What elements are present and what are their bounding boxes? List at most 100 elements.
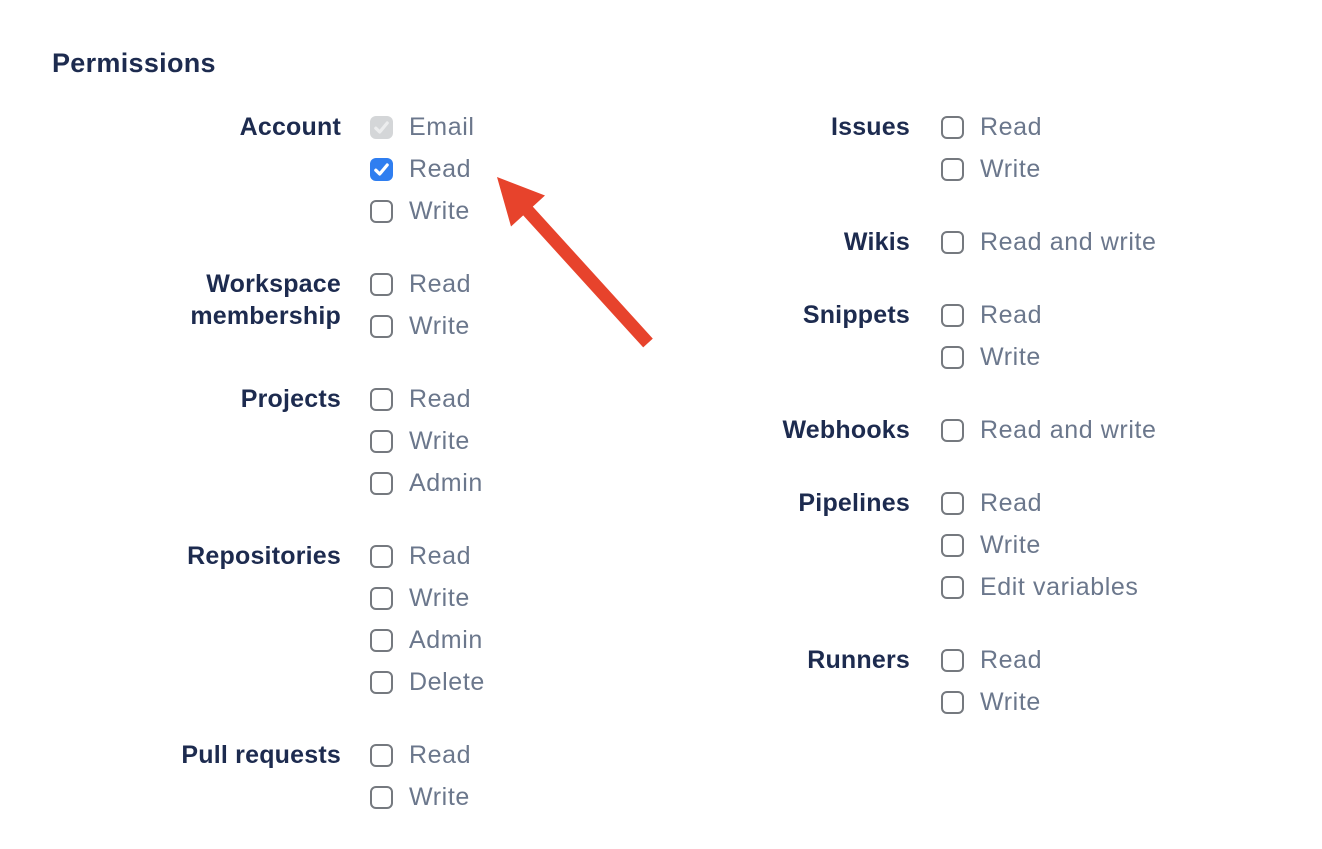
repositories-delete-checkbox[interactable] xyxy=(370,670,393,694)
workspace-membership-read-row[interactable]: Read xyxy=(370,263,485,305)
repositories-write-checkbox[interactable] xyxy=(370,586,393,610)
snippets-read-label: Read xyxy=(980,300,1043,329)
pull-requests-write-checkbox[interactable] xyxy=(370,785,393,809)
account-email-label: Email xyxy=(409,112,475,141)
account-read-label: Read xyxy=(409,154,472,183)
wikis-read-and-write-row[interactable]: Read and write xyxy=(941,221,1157,263)
pipelines-edit-variables-label: Edit variables xyxy=(980,572,1139,601)
workspace-membership-write-row[interactable]: Write xyxy=(370,305,485,347)
pull-requests-write-label: Write xyxy=(409,782,470,811)
account-write-label: Write xyxy=(409,196,470,225)
projects-read-row[interactable]: Read xyxy=(370,378,485,420)
annotation-arrow-shape xyxy=(497,177,653,348)
account-read-row[interactable]: Read xyxy=(370,148,485,190)
pipelines-read-checkbox[interactable] xyxy=(941,491,964,515)
permission-options-wikis: Read and write xyxy=(941,221,1157,263)
pull-requests-read-row[interactable]: Read xyxy=(370,734,485,776)
projects-admin-label: Admin xyxy=(409,468,483,497)
pipelines-write-checkbox[interactable] xyxy=(941,533,964,557)
pipelines-edit-variables-checkbox[interactable] xyxy=(941,575,964,599)
projects-read-label: Read xyxy=(409,384,472,413)
permission-group-label-issues: Issues xyxy=(830,113,910,141)
permission-group-label-projects: Projects xyxy=(240,385,341,413)
repositories-admin-label: Admin xyxy=(409,625,483,654)
workspace-membership-write-checkbox[interactable] xyxy=(370,314,393,338)
issues-read-row[interactable]: Read xyxy=(941,106,1157,148)
permission-group-webhooks: Webhooks Read and write xyxy=(640,409,1157,451)
permission-group-label-account: Account xyxy=(239,113,341,141)
repositories-admin-checkbox[interactable] xyxy=(370,628,393,652)
pipelines-edit-variables-row[interactable]: Edit variables xyxy=(941,566,1157,608)
repositories-admin-row[interactable]: Admin xyxy=(370,619,485,661)
pull-requests-read-label: Read xyxy=(409,740,472,769)
snippets-write-label: Write xyxy=(980,342,1041,371)
runners-write-checkbox[interactable] xyxy=(941,690,964,714)
permission-group-label-workspace-membership: Workspace membership xyxy=(190,270,341,330)
pipelines-read-row[interactable]: Read xyxy=(941,482,1157,524)
issues-read-checkbox[interactable] xyxy=(941,115,964,139)
repositories-delete-row[interactable]: Delete xyxy=(370,661,485,703)
runners-write-label: Write xyxy=(980,687,1041,716)
projects-admin-row[interactable]: Admin xyxy=(370,462,485,504)
check-icon xyxy=(374,162,389,176)
account-write-row[interactable]: Write xyxy=(370,190,485,232)
runners-read-row[interactable]: Read xyxy=(941,639,1157,681)
projects-admin-checkbox[interactable] xyxy=(370,471,393,495)
projects-write-row[interactable]: Write xyxy=(370,420,485,462)
account-email-checkbox xyxy=(370,115,393,139)
pipelines-write-label: Write xyxy=(980,530,1041,559)
permission-group-label-repositories: Repositories xyxy=(187,542,341,570)
workspace-membership-read-checkbox[interactable] xyxy=(370,272,393,296)
pipelines-write-row[interactable]: Write xyxy=(941,524,1157,566)
account-read-checkbox[interactable] xyxy=(370,157,393,181)
projects-read-checkbox[interactable] xyxy=(370,387,393,411)
workspace-membership-read-label: Read xyxy=(409,269,472,298)
repositories-read-row[interactable]: Read xyxy=(370,535,485,577)
issues-write-row[interactable]: Write xyxy=(941,148,1157,190)
webhooks-read-and-write-row[interactable]: Read and write xyxy=(941,409,1157,451)
pull-requests-write-row[interactable]: Write xyxy=(370,776,485,818)
webhooks-read-and-write-label: Read and write xyxy=(980,415,1157,444)
snippets-write-checkbox[interactable] xyxy=(941,345,964,369)
runners-write-row[interactable]: Write xyxy=(941,681,1157,723)
snippets-read-checkbox[interactable] xyxy=(941,303,964,327)
wikis-read-and-write-checkbox[interactable] xyxy=(941,230,964,254)
projects-write-checkbox[interactable] xyxy=(370,429,393,453)
issues-write-checkbox[interactable] xyxy=(941,157,964,181)
account-email-row: Email xyxy=(370,106,485,148)
permission-group-label-webhooks: Webhooks xyxy=(782,416,910,444)
snippets-read-row[interactable]: Read xyxy=(941,294,1157,336)
snippets-write-row[interactable]: Write xyxy=(941,336,1157,378)
account-write-checkbox[interactable] xyxy=(370,199,393,223)
pipelines-read-label: Read xyxy=(980,488,1043,517)
repositories-read-label: Read xyxy=(409,541,472,570)
runners-read-checkbox[interactable] xyxy=(941,648,964,672)
permission-group-label-pull-requests: Pull requests xyxy=(181,741,341,769)
repositories-read-checkbox[interactable] xyxy=(370,544,393,568)
issues-read-label: Read xyxy=(980,112,1043,141)
pull-requests-read-checkbox[interactable] xyxy=(370,743,393,767)
wikis-read-and-write-label: Read and write xyxy=(980,227,1157,256)
check-icon xyxy=(374,120,389,134)
repositories-delete-label: Delete xyxy=(409,667,485,696)
permission-group-label-snippets: Snippets xyxy=(802,301,910,329)
page-title: Permissions xyxy=(52,48,216,78)
repositories-write-row[interactable]: Write xyxy=(370,577,485,619)
webhooks-read-and-write-checkbox[interactable] xyxy=(941,418,964,442)
